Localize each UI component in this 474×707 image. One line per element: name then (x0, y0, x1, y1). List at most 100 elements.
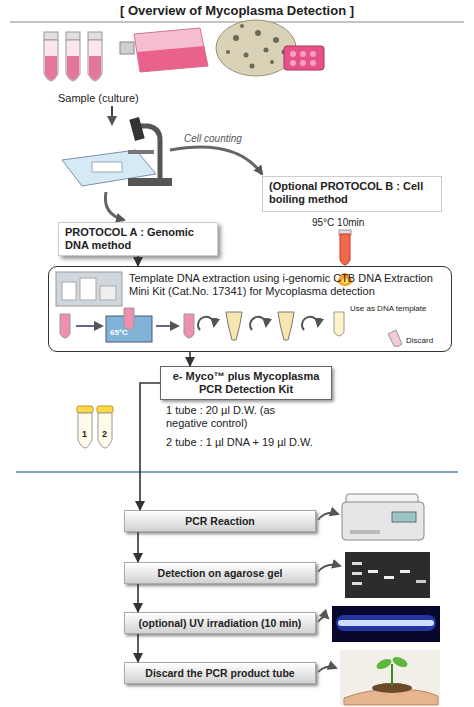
extraction-steps (250, 317, 266, 330)
image-arrows (318, 617, 328, 622)
image-arrows (318, 565, 340, 572)
extraction-steps (302, 317, 318, 330)
cell-micrograph (244, 53, 249, 58)
process-box: Discard the PCR product tube (124, 662, 316, 684)
pcr-tubes (77, 406, 113, 448)
text-label: 2 (102, 428, 107, 441)
culture-plate (290, 51, 296, 57)
disposal-hand (391, 664, 393, 686)
culture-plate (300, 60, 306, 66)
node-text: Discard the PCR product tube (145, 667, 294, 680)
culture-flask (137, 46, 208, 72)
kit-photo (56, 272, 122, 306)
agarose-gel (352, 572, 362, 575)
cell-micrograph (233, 35, 239, 41)
diagram-title: [ Overview of Mycoplasma Detection ] (0, 3, 474, 19)
disposal-hand (391, 655, 409, 669)
text-label: 65°C (110, 328, 128, 338)
agarose-gel (352, 562, 362, 565)
extraction-steps (60, 314, 70, 338)
culture-flask (134, 28, 208, 72)
node-text: PROTOCOL A : Genomic DNA method (65, 226, 211, 252)
pcr-machine (342, 502, 424, 540)
pcr-tubes (97, 406, 113, 413)
text-label: 95°C 10min (312, 216, 364, 229)
cell-counter (92, 162, 122, 172)
disposal-hand (340, 650, 440, 705)
flow-connector (140, 383, 160, 510)
sample-tubes (44, 32, 58, 81)
process-box: (optional) UV irradiation (10 min) (124, 612, 316, 634)
process-box: PCR Reaction (124, 510, 316, 532)
cell-micrograph (255, 30, 261, 36)
cell-counter (129, 117, 144, 141)
culture-plate (284, 46, 324, 70)
sample-tubes (88, 32, 102, 81)
kit-photo (56, 272, 122, 306)
cell-micrograph (270, 60, 274, 64)
disposal-hand (340, 650, 440, 705)
text-label: 1 tube : 20 µl D.W. (as negative control… (166, 404, 284, 430)
extraction-steps (278, 312, 294, 340)
curved-arrow (105, 192, 124, 220)
culture-plate (290, 60, 296, 66)
culture-plate (300, 51, 306, 57)
cell-micrograph (226, 50, 230, 54)
extraction-steps (60, 314, 70, 338)
cell-counter (62, 117, 172, 186)
agarose-gel (384, 576, 394, 579)
image-arrows (318, 513, 340, 672)
sample-tubes (88, 32, 102, 40)
cell-counter (128, 150, 154, 154)
node-text: e- Myco™ plus Mycoplasma PCR Detection K… (167, 370, 325, 396)
sample-tubes (44, 32, 102, 81)
sample-tubes (44, 40, 58, 81)
pcr-tubes (77, 406, 93, 448)
sample-tubes (67, 56, 79, 80)
agarose-gel (400, 570, 410, 573)
flow-arrow (111, 106, 113, 124)
extraction-steps (198, 317, 214, 330)
text-label: Discard (406, 336, 433, 346)
sample-tubes (44, 32, 58, 40)
extraction-steps (184, 314, 194, 338)
text-label: Sample (culture) (58, 92, 139, 105)
sample-tubes (45, 56, 57, 80)
boiling-tube (340, 234, 350, 265)
agarose-gel (368, 570, 378, 573)
protocol-box: PROTOCOL A : Genomic DNA method (58, 222, 218, 256)
flow-connector (137, 634, 139, 662)
culture-plate (310, 60, 316, 66)
extraction-steps (388, 330, 402, 347)
uv-lamp (338, 620, 434, 626)
sample-tubes (66, 40, 80, 81)
culture-flask (120, 42, 134, 54)
protocol-box: (Optional PROTOCOL B : Cell boiling meth… (262, 176, 442, 212)
agarose-gel (345, 552, 430, 598)
cell-micrograph (240, 24, 244, 28)
cell-micrograph (273, 37, 279, 43)
text-label: 2 tube : 1 µl DNA + 19 µl D.W. (166, 436, 313, 449)
pcr-tubes (98, 413, 112, 448)
flow-connector (189, 352, 191, 366)
kit-photo (62, 282, 76, 300)
culture-flask (120, 28, 208, 72)
sample-tubes (88, 40, 102, 81)
pcr-machine (350, 530, 380, 534)
extraction-steps (76, 325, 102, 327)
flow-connector (137, 532, 139, 562)
pcr-machine (342, 494, 424, 540)
kit-box: e- Myco™ plus Mycoplasma PCR Detection K… (160, 366, 332, 400)
extraction-steps (156, 325, 178, 327)
agarose-gel (416, 580, 426, 583)
title-rule (10, 22, 464, 23)
image-arrows (318, 513, 338, 520)
extraction-steps (124, 308, 134, 330)
sample-tubes (66, 32, 80, 81)
node-text: PCR Reaction (185, 515, 254, 528)
node-text: Template DNA extraction using i-genomic … (129, 272, 441, 298)
cell-micrograph (250, 64, 255, 69)
